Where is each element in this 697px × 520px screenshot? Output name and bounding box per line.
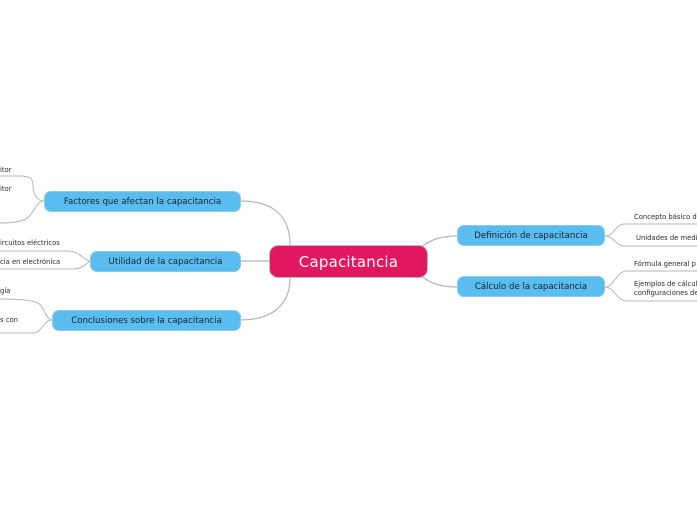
branch-factores[interactable]: Factores que afectan la capacitancia	[44, 191, 241, 212]
leaf-line-factores-2	[0, 200, 45, 224]
leaf-factores-2[interactable]: itor	[0, 185, 12, 193]
leaf-definicion-2[interactable]: Unidades de medi	[636, 234, 697, 242]
leaf-factores-1[interactable]: itor	[0, 166, 12, 174]
central-topic-label: Capacitancia	[298, 252, 399, 271]
leaf-calculo-2[interactable]: Ejemplos de cálcul	[634, 280, 697, 288]
leaf-line-conclusiones-2	[0, 319, 53, 334]
connector-factores	[239, 200, 291, 246]
branch-conclusiones[interactable]: Conclusiones sobre la capacitancia	[52, 310, 241, 331]
connector-calculo	[419, 274, 458, 288]
leaf-conclusiones-2[interactable]: s con	[0, 316, 18, 324]
branch-calculo[interactable]: Cálculo de la capacitancia	[457, 276, 605, 297]
leaf-definicion-1[interactable]: Concepto básico d	[634, 213, 697, 221]
leaf-line-utilidad-2	[0, 260, 91, 270]
leaf-line-factores-1	[0, 175, 45, 202]
leaf-line-calculo-2	[604, 286, 697, 302]
branch-definicion[interactable]: Definición de capacitancia	[457, 225, 605, 246]
branch-conclusiones-label: Conclusiones sobre la capacitancia	[71, 315, 222, 326]
leaf-conclusiones-1[interactable]: gía	[0, 287, 11, 295]
branch-utilidad-label: Utilidad de la capacitancia	[108, 256, 223, 267]
connector-definicion	[419, 235, 458, 249]
leaf-line-definicion-1	[604, 223, 697, 237]
leaf-calculo-1[interactable]: Fórmula general p	[634, 260, 696, 268]
branch-utilidad[interactable]: Utilidad de la capacitancia	[90, 251, 241, 272]
leaf-line-utilidad-1	[0, 250, 91, 262]
leaf-utilidad-1[interactable]: ircuitos eléctricos	[0, 239, 60, 247]
central-topic[interactable]: Capacitancia	[269, 245, 428, 278]
connector-conclusiones	[239, 277, 291, 321]
branch-calculo-label: Cálculo de la capacitancia	[474, 281, 588, 292]
leaf-line-definicion-2	[604, 235, 697, 247]
leaf-line-calculo-1	[604, 270, 697, 288]
leaf-calculo-3: configuraciones de	[634, 289, 697, 297]
branch-factores-label: Factores que afectan la capacitancia	[63, 196, 222, 207]
leaf-line-conclusiones-1	[0, 298, 53, 321]
leaf-utilidad-2[interactable]: cia en electrónica	[0, 258, 61, 266]
branch-definicion-label: Definición de capacitancia	[474, 230, 588, 241]
